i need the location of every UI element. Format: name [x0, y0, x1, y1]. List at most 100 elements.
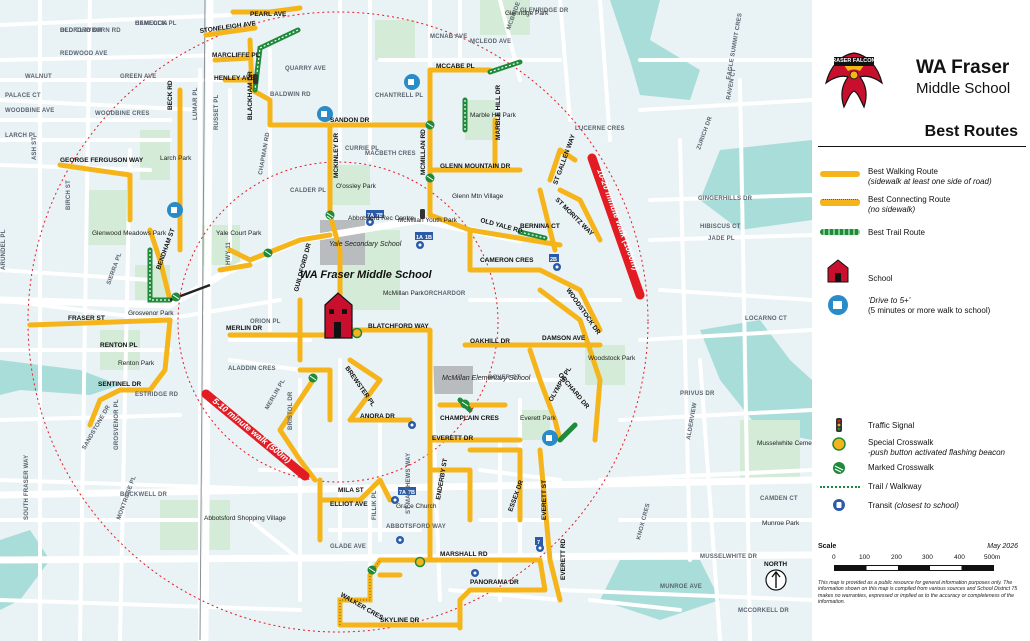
transit-tag: 7B [376, 213, 383, 219]
scale-tick: 500m [984, 554, 1001, 561]
drive-to-5-icon [404, 74, 420, 90]
legend-marked-label: Marked Crosswalk [868, 463, 934, 472]
street-label: WOODBINE AVE [5, 108, 54, 114]
street-label: BOCKWELL DR [120, 492, 168, 498]
drive-to-5-icon [317, 106, 333, 122]
marked-crosswalk-icon [367, 565, 377, 575]
route-street-label: MCMILLAN RD [420, 129, 427, 175]
legend-walkway: Trail / Walkway [868, 482, 922, 492]
water-area [610, 0, 700, 100]
street-label: ABBOTSFORD WAY [386, 524, 446, 530]
street-label: ASH ST [32, 137, 38, 160]
scale-tick: 0 [832, 554, 836, 561]
park-label: Everett Park [520, 415, 557, 422]
yale-secondary-label: Yale Secondary School [329, 241, 402, 248]
connecting-routes-dots [339, 559, 381, 625]
legend-drive-note: (5 minutes or more walk to school) [868, 306, 991, 315]
special-crosswalk-icon [414, 556, 426, 568]
park-label: Glenridge Park [505, 10, 549, 17]
school-title: WA Fraser [916, 57, 1010, 78]
north-arrow[interactable]: NORTH [764, 561, 787, 591]
legend-school-icon [827, 259, 849, 283]
legend-marked: Marked Crosswalk [868, 463, 934, 473]
park-label: Yale Court Park [216, 230, 262, 237]
legend-signal-icon [836, 418, 842, 432]
legend-special-label: Special Crosswalk [868, 438, 934, 447]
legend-signal: Traffic Signal [868, 421, 914, 431]
marked-crosswalk-icon [460, 399, 470, 409]
route-map[interactable]: 5-10 minute walk (500m) 10-20 minute wal… [0, 0, 812, 641]
school-icon[interactable] [324, 292, 353, 339]
logo-wordmark: FRASER FALCONS [828, 58, 880, 64]
street-label: HWY 11 [226, 241, 232, 265]
legend-connecting-label: Best Connecting Route [868, 195, 951, 204]
north-label: NORTH [764, 561, 787, 568]
route-street-label: EVERETT ST [541, 480, 548, 520]
street-label: BALDWIN RD [270, 92, 311, 98]
disclaimer: This map is provided as a public resourc… [818, 580, 1018, 606]
school-name-label: WA Fraser Middle School [300, 269, 433, 281]
legend-connecting-note: (no sidewalk) [868, 205, 916, 214]
park-label: Munroe Park [762, 520, 800, 527]
transit-stop-icon [408, 421, 416, 429]
transit-stops [366, 218, 561, 577]
route-street-label: MARCLIFFE PL [212, 52, 260, 59]
park-label: McMillan Park [383, 290, 425, 297]
route-street-label: MARBLE HILL DR [495, 85, 502, 140]
transit-tag: 1A [416, 235, 423, 241]
street-label: JADE PL [708, 236, 735, 242]
trail-routes-dash [149, 29, 546, 301]
legend-walkway-label: Trail / Walkway [868, 482, 922, 491]
marked-crosswalk-icon [263, 248, 273, 258]
legend-drive-icon [828, 295, 848, 315]
drive-to-5-icon [167, 202, 183, 218]
street-label: WALNUT [25, 74, 52, 80]
park-label: Abbotsford Shopping Village [204, 515, 286, 522]
title-divider [818, 146, 1026, 147]
street-label: GLADE AVE [330, 544, 366, 550]
route-street-label: OAKHILL DR [470, 338, 510, 345]
legend-connecting: Best Connecting Route(no sidewalk) [868, 195, 950, 215]
scale-tick: 100 [859, 554, 870, 561]
street-label: HEMLOCK PL [135, 21, 177, 27]
legend-school: School [868, 274, 892, 284]
street-label: BRISTOL DR [288, 391, 294, 430]
crossing-markers [171, 74, 470, 575]
legend-special: Special Crosswalk-push button activated … [868, 438, 1005, 458]
park-label: Glenn Mtn Village [452, 193, 504, 200]
street-label: LUCERNE CRES [575, 126, 625, 132]
transit-tag: 7A [367, 213, 374, 219]
special-crosswalk-icon [351, 327, 363, 339]
route-street-label: FRASER ST [68, 315, 105, 322]
transit-stop-icon [471, 569, 479, 577]
route-street-label: PANORAMA DR [470, 579, 519, 586]
street-label: MUSSELWHITE DR [700, 554, 758, 560]
transit-stop-icon [391, 496, 399, 504]
school-subtitle: Middle School [916, 80, 1011, 97]
transit-tag: 2B [550, 257, 557, 263]
street-label: CALDER PL [290, 188, 326, 194]
legend-walking-label: Best Walking Route [868, 167, 938, 176]
legend-trail: Best Trail Route [868, 228, 925, 238]
transit-stop-icon [536, 544, 544, 552]
street-label: MUNROE AVE [660, 584, 702, 590]
street-label: HIBISCUS CT [700, 224, 741, 230]
street-label: BIRCH ST [66, 180, 72, 210]
transit-tag: 1B [425, 235, 432, 241]
street-label: ORCHARDOR [424, 291, 466, 297]
street-label: RAVEN CT [726, 68, 737, 101]
street-label: DOVER CT [488, 375, 521, 381]
park-label: O'ossley Park [336, 183, 377, 190]
transit-route-tags: 7A 7B 1A 1B 2B 7A 7B 7 [366, 210, 559, 546]
street-label: REDWOOD AVE [60, 51, 108, 57]
route-street-label: MCKINLEY DR [333, 133, 340, 178]
scale-bar [834, 565, 994, 571]
scale-label: Scale [818, 543, 837, 550]
connecting-route-swatch [820, 199, 860, 206]
route-street-label: ELLIOT AVE [330, 501, 368, 508]
route-street-label: SKYLINE DR [380, 617, 420, 624]
park-label: Larch Park [160, 155, 192, 162]
route-street-label: GEORGE FERGUSON WAY [60, 157, 144, 164]
scale-tick: 200 [891, 554, 902, 561]
